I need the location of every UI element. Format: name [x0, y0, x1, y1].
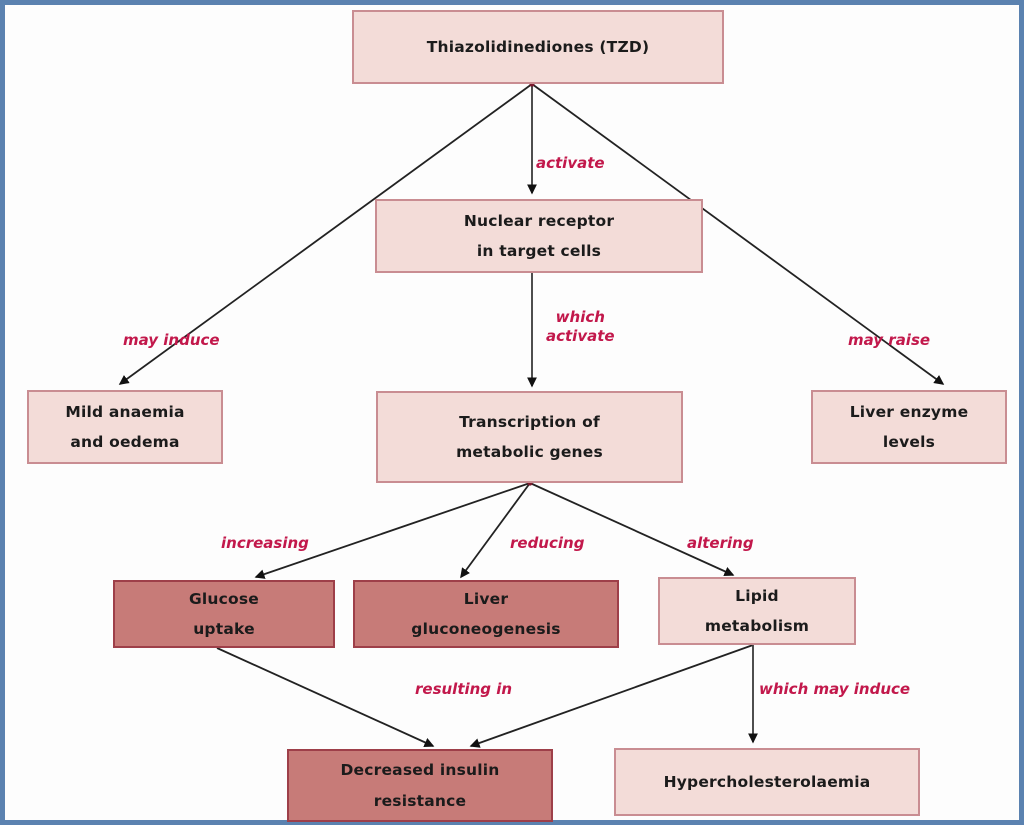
node-line-1: Liver enzyme	[849, 402, 969, 421]
node-line-2: gluconeogenesis	[411, 620, 561, 638]
node-line-1: Decreased insulin	[340, 761, 500, 780]
edge-lipid-to-insulin	[469, 644, 754, 748]
node-line-1: Mild anaemia	[65, 402, 185, 421]
node-line-1: Nuclear receptor	[463, 211, 615, 230]
node-decreased-insulin-resistance[interactable]: Decreased insulin resistance	[287, 749, 553, 822]
node-line-2: metabolic genes	[456, 443, 603, 461]
node-line-1: Hypercholesterolaemia	[663, 772, 871, 791]
edge-label-may-induce: may induce	[123, 331, 220, 349]
node-glucose-uptake[interactable]: Glucose uptake	[113, 580, 335, 648]
edge-glucose-to-insulin	[216, 647, 435, 747]
node-line-1: Lipid	[735, 586, 779, 605]
node-liver-enzyme-levels[interactable]: Liver enzyme levels	[811, 390, 1007, 464]
node-line-1: Transcription of	[459, 412, 600, 431]
edge-transcription-to-gluconeo	[460, 482, 531, 579]
edge-label-resulting-in: resulting in	[415, 680, 513, 698]
edge-label-activate: activate	[536, 154, 605, 172]
node-line-1: Glucose	[188, 589, 260, 608]
node-liver-gluconeogenesis[interactable]: Liver gluconeogenesis	[353, 580, 619, 648]
node-line-2: resistance	[373, 791, 467, 810]
node-line-2: metabolism	[704, 617, 810, 635]
edge-transcription-to-glucose	[254, 482, 531, 579]
edge-label-altering: altering	[687, 534, 754, 552]
node-mild-anaemia-and-oedema[interactable]: Mild anaemia and oedema	[27, 390, 223, 464]
node-hypercholesterolaemia[interactable]: Hypercholesterolaemia	[614, 748, 920, 816]
node-thiazolidinediones[interactable]: Thiazolidinediones (TZD)	[352, 10, 724, 84]
node-line-2: levels	[882, 433, 936, 451]
edge-transcription-to-lipid	[529, 482, 735, 576]
edge-label-may-raise: may raise	[848, 331, 931, 349]
edge-label-increasing: increasing	[221, 534, 309, 552]
edge-label-which-may-induce: which may induce	[759, 680, 911, 698]
node-line-1: Liver	[463, 589, 509, 608]
node-line-2: and oedema	[70, 433, 180, 451]
node-nuclear-receptor[interactable]: Nuclear receptor in target cells	[375, 199, 703, 273]
edge-label-which-activate: which activate	[546, 308, 615, 345]
edge-label-reducing: reducing	[510, 534, 585, 552]
node-line-2: uptake	[193, 620, 255, 638]
diagram-canvas: Thiazolidinediones (TZD) Nuclear recepto…	[5, 5, 1019, 822]
node-transcription-of-metabolic-genes[interactable]: Transcription of metabolic genes	[376, 391, 683, 483]
node-line-2: in target cells	[476, 242, 602, 260]
node-lipid-metabolism[interactable]: Lipid metabolism	[658, 577, 856, 645]
node-line-1: Thiazolidinediones (TZD)	[426, 37, 650, 56]
